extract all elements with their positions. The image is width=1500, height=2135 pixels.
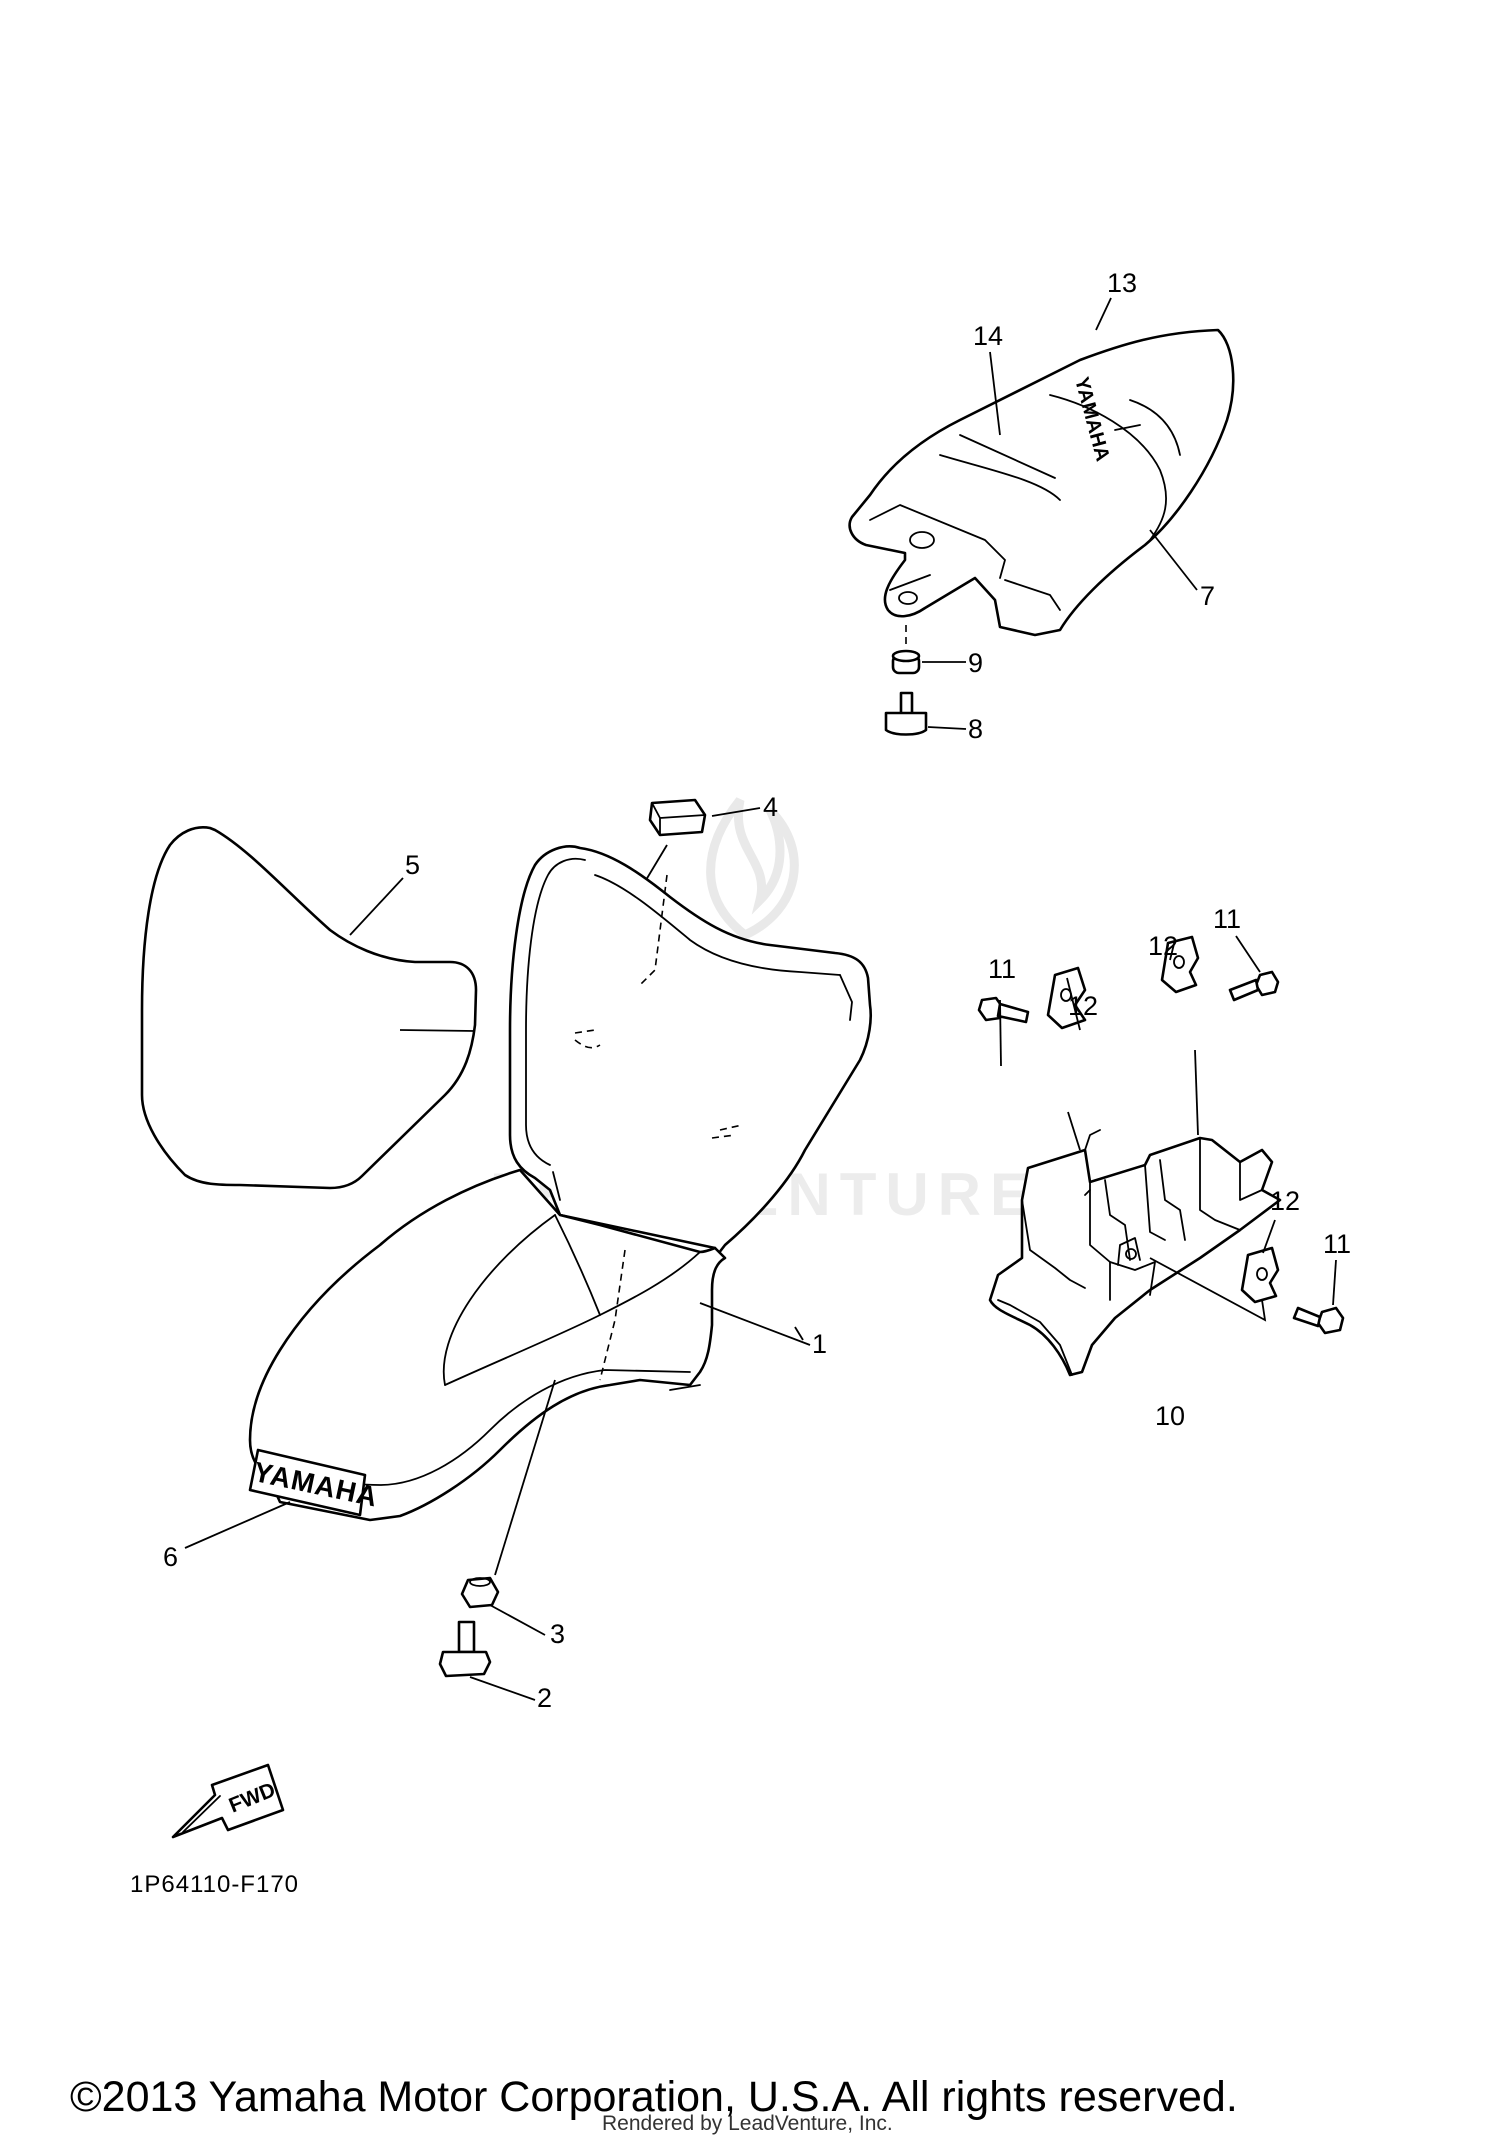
part-11-bolts xyxy=(977,970,1345,1335)
callout-14: 14 xyxy=(973,321,1003,351)
part-4-damper xyxy=(639,798,707,891)
callout-13: 13 xyxy=(1107,268,1137,298)
callout-11c: 11 xyxy=(1323,1229,1351,1259)
callout-12a: 12 xyxy=(1068,991,1098,1021)
part-9-collar xyxy=(891,625,921,675)
part-1-seat-assembly: YAMAHA xyxy=(248,845,872,1522)
callout-10: 10 xyxy=(1155,1401,1185,1431)
rendered-by-notice: Rendered by LeadVenture, Inc. xyxy=(602,2112,893,2135)
part-8-bolt xyxy=(884,691,928,736)
part-10-bracket xyxy=(988,1049,1282,1377)
callout-11a: 11 xyxy=(988,954,1016,984)
callout-labels: 1 2 3 4 5 6 7 8 9 10 11 11 11 12 12 12 1… xyxy=(163,268,1351,1713)
part-2-bolt xyxy=(438,1620,492,1678)
callout-6: 6 xyxy=(163,1542,178,1572)
callout-1: 1 xyxy=(812,1329,827,1359)
callout-8: 8 xyxy=(968,714,983,744)
copyright-notice: ©2013 Yamaha Motor Corporation, U.S.A. A… xyxy=(70,2073,1238,2121)
part-3-collar xyxy=(460,1379,556,1609)
callout-4: 4 xyxy=(763,792,778,822)
callout-9: 9 xyxy=(968,648,983,678)
callout-11b: 11 xyxy=(1213,904,1241,934)
callout-3: 3 xyxy=(550,1619,565,1649)
rear-seat-assembly: YAMAHA xyxy=(848,328,1235,637)
callout-7: 7 xyxy=(1200,581,1215,611)
callout-2: 2 xyxy=(537,1683,552,1713)
callout-12c: 12 xyxy=(1270,1186,1300,1216)
callout-leaders xyxy=(184,297,1337,1701)
fwd-arrow-icon: FWD xyxy=(171,1763,285,1839)
callout-5: 5 xyxy=(405,850,420,880)
diagram-code: 1P64110-F170 xyxy=(130,1871,299,1898)
callout-12b: 12 xyxy=(1148,931,1178,961)
part-5-seat-top xyxy=(140,826,478,1190)
